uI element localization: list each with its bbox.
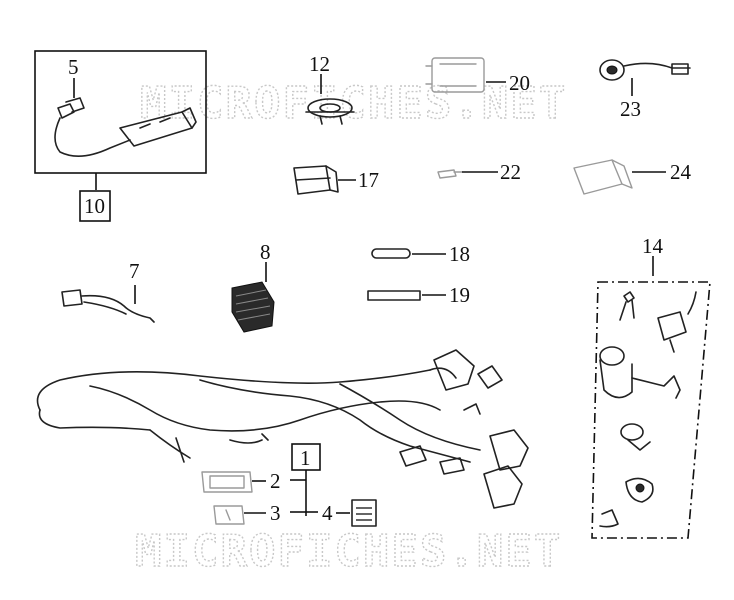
horn-drawing: [305, 98, 355, 125]
callout-17: 17: [358, 168, 379, 192]
callout-23: 23: [620, 97, 641, 121]
group-box-ignition-coil: [34, 50, 207, 174]
relay-drawing: [293, 165, 339, 195]
sensor-drawing: [599, 59, 691, 81]
group-box-lock-set: [591, 281, 711, 539]
wiring-harness-drawing: [36, 349, 529, 509]
callout-18: 18: [449, 242, 470, 266]
switch-drawing: [61, 289, 155, 323]
watermark-top: MICROFICHES.NET: [140, 78, 567, 129]
band-drawing: [367, 290, 421, 301]
callout-19: 19: [449, 283, 470, 307]
callout-20: 20: [509, 71, 530, 95]
callout-box-10: [79, 190, 111, 222]
starter-relay-drawing: [351, 499, 377, 527]
callout-2: 2: [270, 469, 281, 493]
watermark-bottom: MICROFICHES.NET: [135, 526, 562, 577]
callout-3: 3: [270, 501, 281, 525]
ignition-coil-drawing: [54, 97, 197, 157]
regulator-drawing: [231, 281, 275, 333]
callout-22: 22: [500, 160, 521, 184]
cdi-unit-drawing: [425, 57, 485, 93]
flasher-drawing: [573, 159, 633, 195]
lock-set-drawing: [599, 291, 697, 528]
callout-1: 1: [300, 446, 311, 470]
fuse-drawing: [213, 505, 245, 525]
callout-10: 10: [84, 194, 105, 218]
callout-24: 24: [670, 160, 692, 184]
fuse-holder-drawing: [201, 471, 253, 493]
callout-4: 4: [322, 501, 333, 525]
connector-drawing: [437, 169, 463, 179]
strap-drawing: [371, 248, 411, 259]
callout-8: 8: [260, 240, 271, 264]
callout-5: 5: [68, 55, 79, 79]
callout-14: 14: [642, 234, 664, 258]
callout-7: 7: [129, 259, 140, 283]
callout-12: 12: [309, 52, 330, 76]
